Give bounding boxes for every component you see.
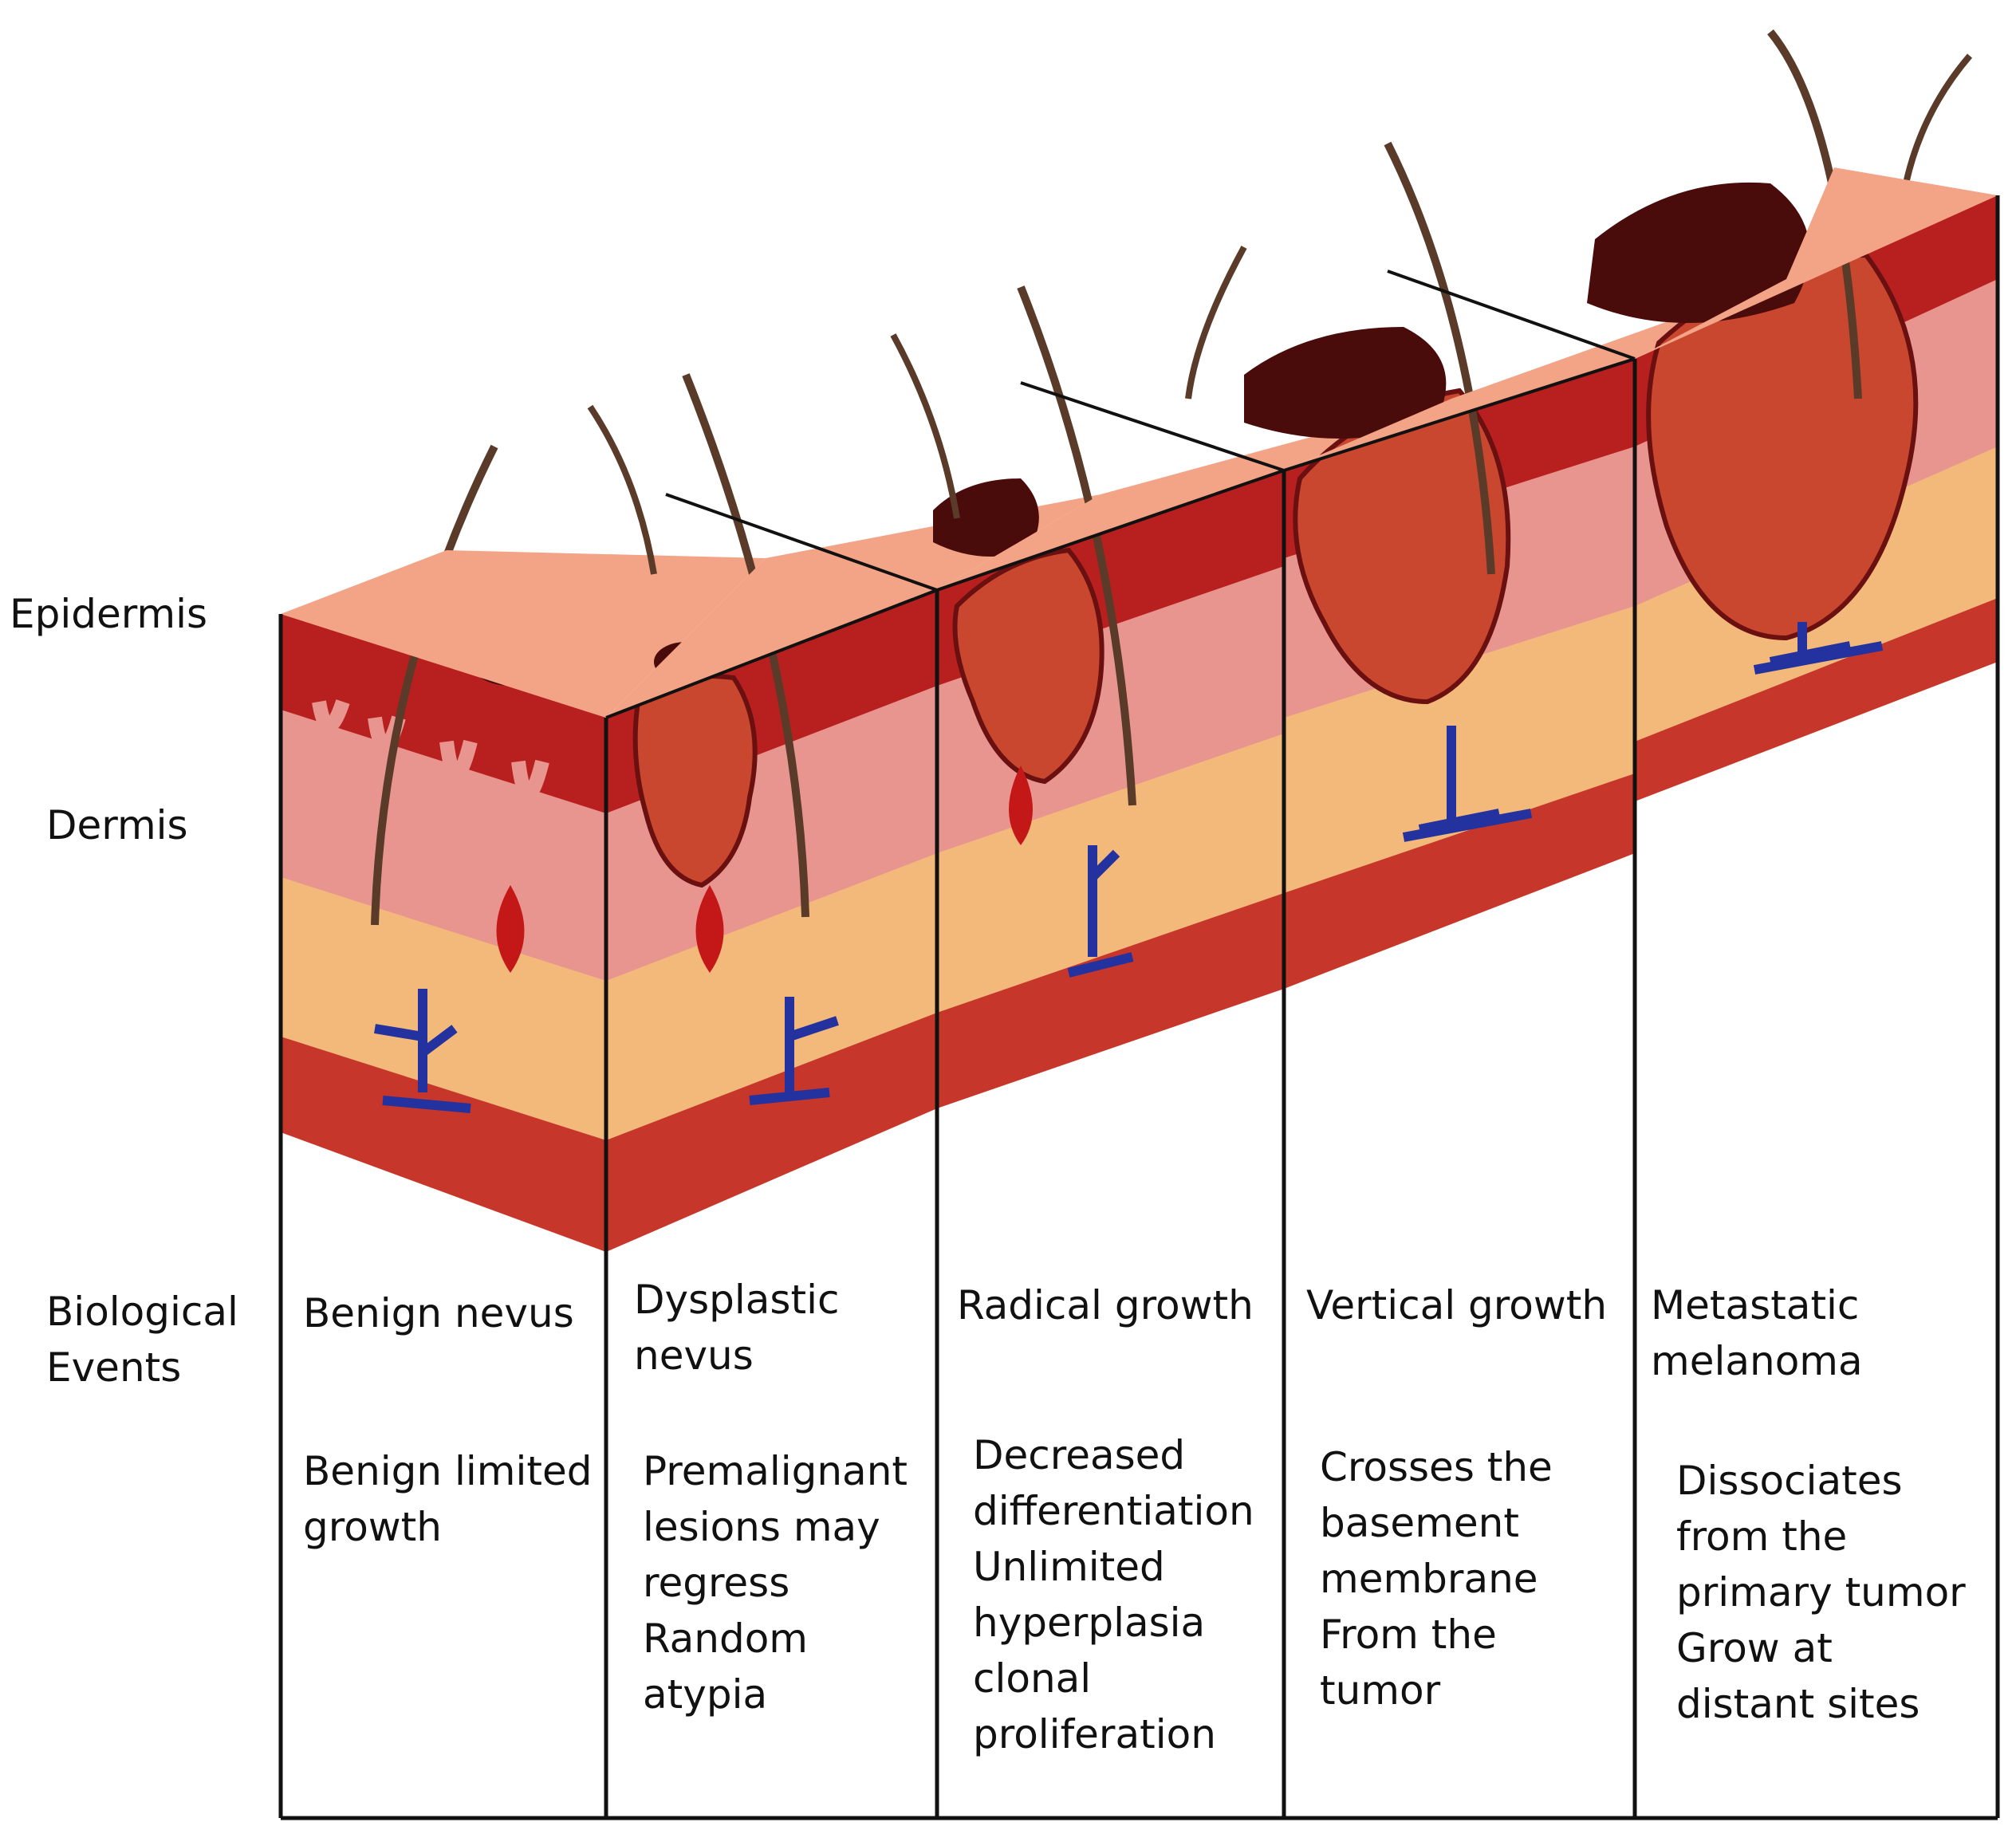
stage-title-radical-growth: Radical growth [957,1282,1254,1328]
stage-title-metastatic-melanoma: Metastatic melanoma [1651,1282,1863,1384]
stage-desc-vertical-growth: Crosses the basement membrane From the t… [1320,1444,1553,1714]
stage-desc-radical-growth: Decreased differentiation Unlimited hype… [973,1432,1254,1757]
skin-block-radical-growth [890,246,1451,1108]
stage-desc-metastatic-melanoma: Dissociates from the primary tumor Grow … [1676,1458,1966,1727]
skin-block-metastatic-melanoma [1587,29,1998,801]
label-biological-events: Biological Events [46,1289,238,1391]
stage-columns-frame [278,195,2000,1820]
label-epidermis: Epidermis [10,591,208,637]
skin-block-vertical-growth [1244,141,1786,989]
stage-title-vertical-growth: Vertical growth [1306,1282,1608,1328]
stage-title-benign-nevus: Benign nevus [303,1290,574,1336]
stage-desc-benign-nevus: Benign limited growth [303,1448,593,1550]
stage-title-dysplastic-nevus: Dysplastic nevus [634,1277,840,1379]
stage-desc-dysplastic-nevus: Premalignant lesions may regress Random … [643,1448,908,1718]
skin-block-benign-nevus [281,444,766,1252]
label-dermis: Dermis [46,802,188,848]
